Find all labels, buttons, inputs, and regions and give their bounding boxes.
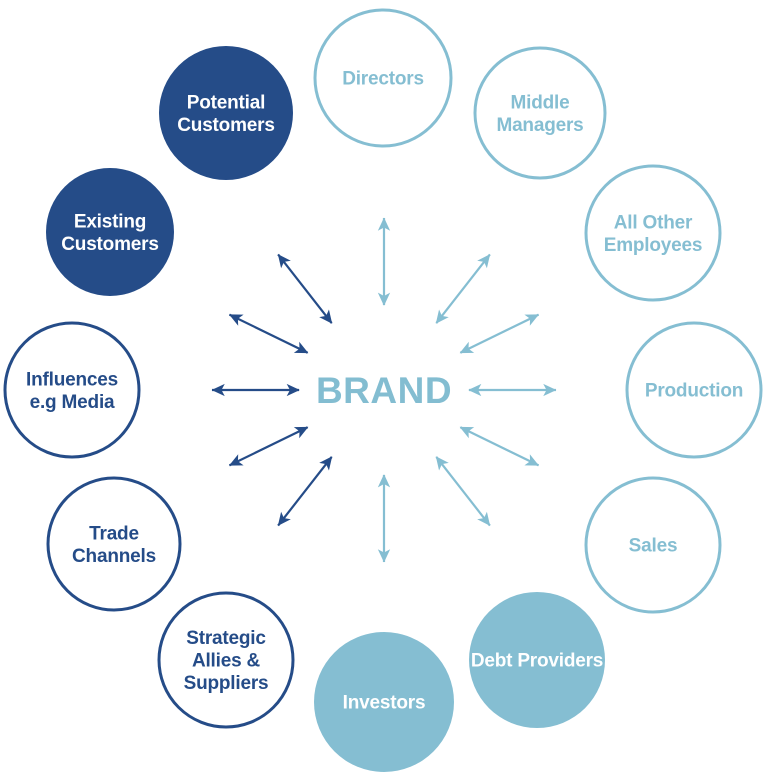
node-label-line: All Other bbox=[614, 212, 693, 233]
node-label-directors: Directors bbox=[342, 69, 424, 90]
center-brand-label-group: BRAND bbox=[316, 370, 452, 411]
node-label-sales: Sales bbox=[629, 536, 678, 557]
node-label-line: Managers bbox=[496, 115, 583, 136]
node-circle-sales[interactable] bbox=[584, 476, 722, 614]
node-circle-investors[interactable] bbox=[314, 632, 454, 772]
conn-sales bbox=[459, 426, 540, 467]
node-circle-existing-customers[interactable] bbox=[46, 168, 174, 296]
node-label-line: Middle bbox=[511, 92, 570, 113]
node-label-line: Existing bbox=[74, 211, 146, 232]
node-circle-production[interactable] bbox=[625, 321, 763, 459]
node-label-line: Potential bbox=[187, 92, 265, 113]
conn-strategic-allies bbox=[277, 456, 333, 527]
node-label-line: Channels bbox=[72, 546, 156, 567]
conn-existing-customers bbox=[228, 313, 309, 354]
node-circle-middle-managers[interactable] bbox=[473, 46, 607, 180]
node-circle-influences-eg-media[interactable] bbox=[3, 321, 141, 459]
node-circle-trade-channels[interactable] bbox=[46, 476, 182, 612]
connectors-layer bbox=[211, 217, 557, 563]
conn-trade-channels bbox=[228, 426, 309, 467]
center-brand-label: BRAND bbox=[316, 370, 452, 411]
node-label-line: Suppliers bbox=[184, 673, 269, 694]
node-circle-strategic-allies-suppliers[interactable] bbox=[157, 591, 295, 729]
node-production[interactable]: Production bbox=[625, 321, 763, 459]
conn-potential-customers bbox=[277, 253, 333, 324]
node-label-line: Influences bbox=[26, 369, 118, 390]
node-sales[interactable]: Sales bbox=[584, 476, 722, 614]
conn-all-other-employees bbox=[459, 313, 540, 354]
node-label-line: Customers bbox=[177, 115, 274, 136]
node-circle-potential-customers[interactable] bbox=[159, 46, 293, 180]
node-circle-all-other-employees[interactable] bbox=[584, 164, 722, 302]
node-label-line: Strategic bbox=[186, 628, 266, 649]
node-debt-providers[interactable]: Debt Providers bbox=[469, 592, 605, 728]
conn-middle-managers bbox=[435, 253, 491, 324]
node-label-line: Debt Providers bbox=[471, 651, 603, 672]
node-label-line: Allies & bbox=[192, 651, 261, 672]
node-label-line: Investors bbox=[343, 693, 426, 714]
node-investors[interactable]: Investors bbox=[314, 632, 454, 772]
node-circle-directors[interactable] bbox=[313, 8, 453, 148]
node-label-line: Sales bbox=[629, 536, 678, 557]
node-label-line: Trade bbox=[89, 523, 139, 544]
node-label-line: Production bbox=[645, 381, 743, 402]
node-label-line: Employees bbox=[604, 235, 703, 256]
node-directors[interactable]: Directors bbox=[313, 8, 453, 148]
node-label-debt-providers: Debt Providers bbox=[471, 651, 603, 672]
node-label-investors: Investors bbox=[343, 693, 426, 714]
node-circle-debt-providers[interactable] bbox=[469, 592, 605, 728]
node-label-line: Customers bbox=[61, 234, 158, 255]
conn-debt-providers bbox=[435, 456, 491, 527]
node-label-production: Production bbox=[645, 381, 743, 402]
node-label-line: e.g Media bbox=[30, 392, 115, 413]
node-label-line: Directors bbox=[342, 69, 424, 90]
